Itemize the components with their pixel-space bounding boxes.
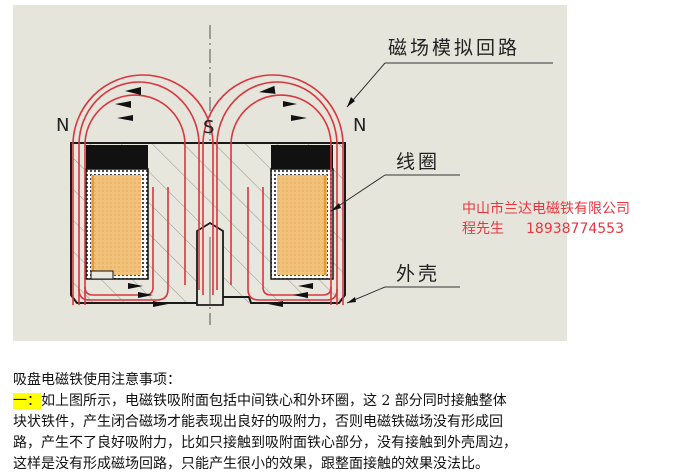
contact-row: 程先生 18938774553 [462,219,630,239]
flux-direction-arrows [115,85,313,307]
notes-title: 吸盘电磁铁使用注意事项： [13,372,181,388]
electromagnet-cross-section-diagram: 磁场模拟回路 线圈 外壳 N S N [13,5,567,341]
right-coil [270,145,334,280]
callout-leaders [330,62,553,304]
company-name: 中山市兰达电磁铁有限公司 [462,201,630,217]
note-line-3: 路，产生不了良好吸附力，比如只接触到吸附面铁心部分，没有接触到外壳周边， [13,435,517,451]
note-line-4: 这样是没有形成磁场回路，只能产生很小的效果，跟整面接触的效果没法比。 [13,456,489,472]
right-field-lines [202,74,344,305]
pole-label-center-s: S [203,117,215,138]
company-watermark: 中山市兰达电磁铁有限公司 程先生 18938774553 [462,199,630,239]
callout-coil: 线圈 [396,151,441,173]
contact-phone: 18938774553 [526,221,624,237]
note-line-1: 如上图所示，电磁铁吸附面包括中间铁心和外环圈，这 2 部分同时接触整体 [41,393,507,409]
item-marker: 一： [13,393,41,409]
pole-label-left-n: N [56,115,70,136]
left-field-lines [72,74,214,305]
left-coil [85,145,149,280]
callout-magnetic-loop: 磁场模拟回路 [388,37,521,59]
diagram-drawing [70,25,553,325]
usage-notes: 吸盘电磁铁使用注意事项： 一：如上图所示，电磁铁吸附面包括中间铁心和外环圈，这 … [13,370,573,475]
pole-label-right-n: N [353,115,367,136]
callout-housing: 外壳 [396,263,441,285]
note-line-2: 块状铁件，产生闭合磁场才能表现出良好的吸附力，否则电磁铁磁场没有形成回 [13,414,503,430]
contact-name: 程先生 [462,221,504,237]
note-item-1: 一：如上图所示，电磁铁吸附面包括中间铁心和外环圈，这 2 部分同时接触整体 块状… [13,391,573,475]
